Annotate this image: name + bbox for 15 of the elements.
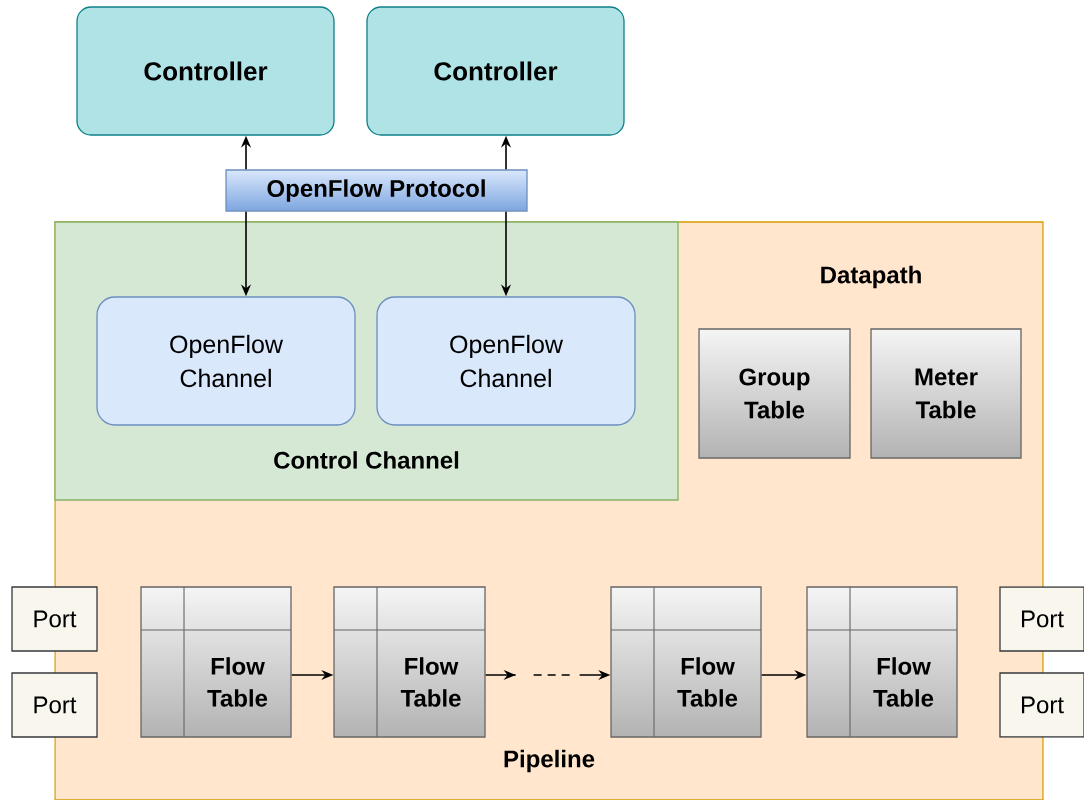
- protocol-box: OpenFlow Protocol: [225, 169, 528, 212]
- channel-box: OpenFlow Channel: [96, 296, 356, 426]
- flow-table: Flow Table: [610, 586, 762, 738]
- table-box: Meter Table: [870, 328, 1022, 459]
- port-box: Port: [999, 586, 1084, 652]
- flow-table: Flow Table: [140, 586, 292, 738]
- flow-table: Flow Table: [333, 586, 486, 738]
- port-box: Port: [11, 672, 98, 738]
- controller-box: Controller: [76, 6, 335, 136]
- port-box: Port: [999, 672, 1084, 738]
- flow-table: Flow Table: [806, 586, 958, 738]
- controller-box: Controller: [366, 6, 625, 136]
- table-box: Group Table: [698, 328, 851, 459]
- channel-box: OpenFlow Channel: [376, 296, 636, 426]
- port-box: Port: [11, 586, 98, 652]
